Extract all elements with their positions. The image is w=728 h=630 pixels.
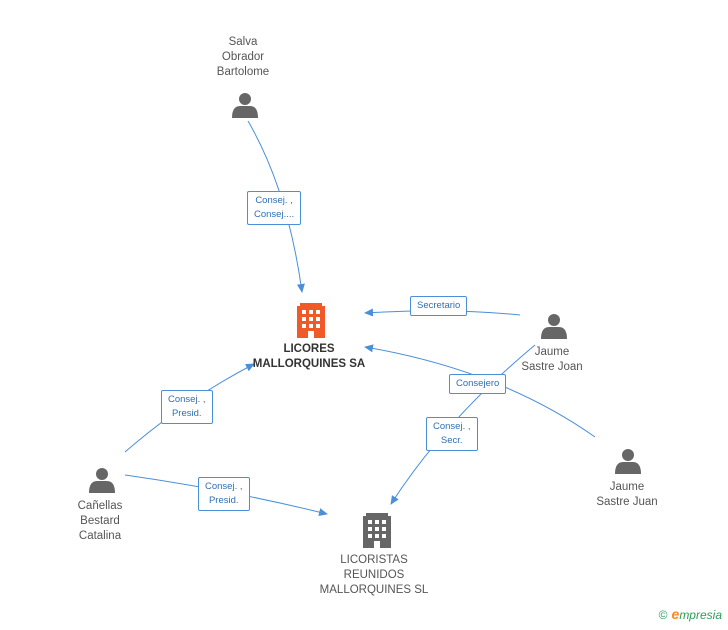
name-line: MALLORQUINES SL — [319, 584, 429, 596]
building-icon[interactable] — [363, 513, 391, 548]
person-name-jaume-sastre-juan[interactable]: Jaume Sastre Juan — [557, 480, 697, 510]
name-line: Cañellas — [77, 500, 123, 512]
brand-logo-letter: e — [671, 606, 680, 622]
name-line: Bestard — [80, 515, 120, 527]
person-name-jaume-sastre-joan[interactable]: Jaume Sastre Joan — [482, 345, 622, 375]
name-line: REUNIDOS — [343, 569, 405, 581]
person-icon[interactable] — [541, 314, 567, 339]
person-name-salva[interactable]: Salva Obrador Bartolome — [173, 35, 313, 80]
name-line: Sastre Joan — [521, 361, 583, 373]
empresia-brand[interactable]: ©empresia — [659, 606, 722, 622]
person-icon[interactable] — [615, 449, 641, 474]
edge-label-line: Consejero — [456, 378, 500, 389]
name-line: LICORES — [283, 343, 335, 355]
edge-label-line: Consej.... — [254, 209, 295, 220]
name-line: MALLORQUINES SA — [252, 358, 366, 370]
edge-label-canellas-licores[interactable]: Consej. , Presid. — [161, 390, 213, 424]
edge-label-salva-licores[interactable]: Consej. , Consej.... — [247, 191, 302, 225]
edge-label-line: Secr. — [440, 435, 463, 446]
person-icon[interactable] — [89, 468, 115, 493]
name-line: LICORISTAS — [340, 554, 408, 566]
name-line: Obrador — [221, 51, 265, 63]
name-line: Jaume — [534, 346, 570, 358]
edge-label-jaume-joan-licoristas[interactable]: Consej. , Secr. — [426, 417, 478, 451]
name-line: Jaume — [609, 481, 645, 493]
brand-name: mpresia — [679, 608, 722, 622]
name-line: Salva — [228, 36, 258, 48]
edge-label-line: Consej. , — [255, 195, 293, 206]
building-icon[interactable] — [297, 303, 325, 338]
person-icon[interactable] — [232, 93, 258, 118]
edge-label-jaume-juan-licores[interactable]: Consejero — [449, 374, 507, 394]
edge-label-line: Consej. , — [433, 421, 471, 432]
name-line: Catalina — [78, 530, 122, 542]
edge-label-jaume-joan-licores[interactable]: Secretario — [410, 296, 468, 316]
edge-label-line: Presid. — [171, 408, 202, 419]
company-name-licores[interactable]: LICORES MALLORQUINES SA — [239, 342, 379, 372]
edge-label-line: Presid. — [208, 495, 239, 506]
person-name-canellas[interactable]: Cañellas Bestard Catalina — [30, 499, 170, 544]
company-name-licoristas[interactable]: LICORISTAS REUNIDOS MALLORQUINES SL — [304, 553, 444, 598]
edge-label-line: Consej. , — [168, 394, 206, 405]
edge-label-line: Consej. , — [205, 481, 243, 492]
name-line: Bartolome — [216, 66, 270, 78]
name-line: Sastre Juan — [596, 496, 658, 508]
edge-label-line: Secretario — [417, 300, 461, 311]
copyright-icon: © — [658, 608, 668, 622]
edge-label-canellas-licoristas[interactable]: Consej. , Presid. — [198, 477, 250, 511]
